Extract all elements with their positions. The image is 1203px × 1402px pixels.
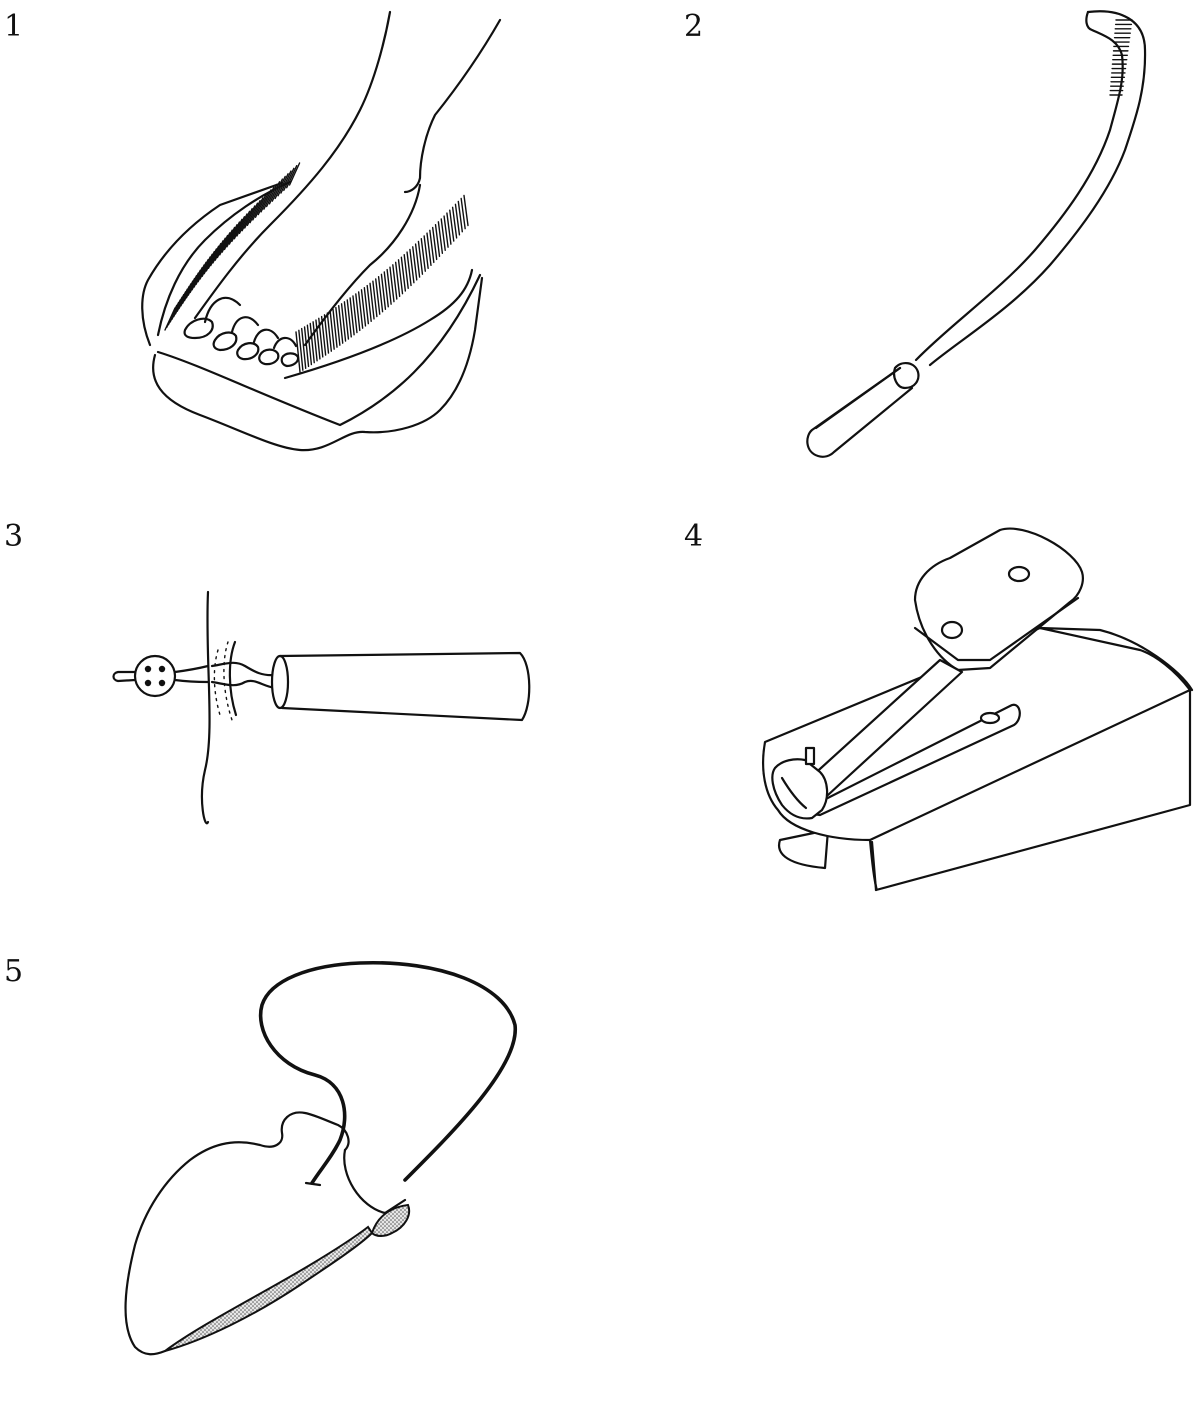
panel-number-5: 5	[4, 954, 24, 989]
panel-1: 1	[0, 0, 600, 470]
panel-number-4: 4	[684, 519, 704, 554]
panel-number-1: 1	[4, 9, 24, 44]
panel-5: 5	[0, 945, 600, 1402]
panel-4: 4	[600, 510, 1203, 930]
long-handled-comb-icon	[600, 0, 1203, 470]
panel-2: 2	[600, 0, 1203, 470]
button-hook-icon	[0, 510, 600, 930]
foot-scrub-brush-icon	[0, 0, 600, 470]
panel-number-3: 3	[4, 519, 24, 554]
panel-3: 3	[0, 510, 600, 930]
sock-aid-icon	[0, 945, 600, 1402]
mounted-nail-clipper-icon	[600, 510, 1203, 930]
panel-number-2: 2	[684, 9, 704, 44]
